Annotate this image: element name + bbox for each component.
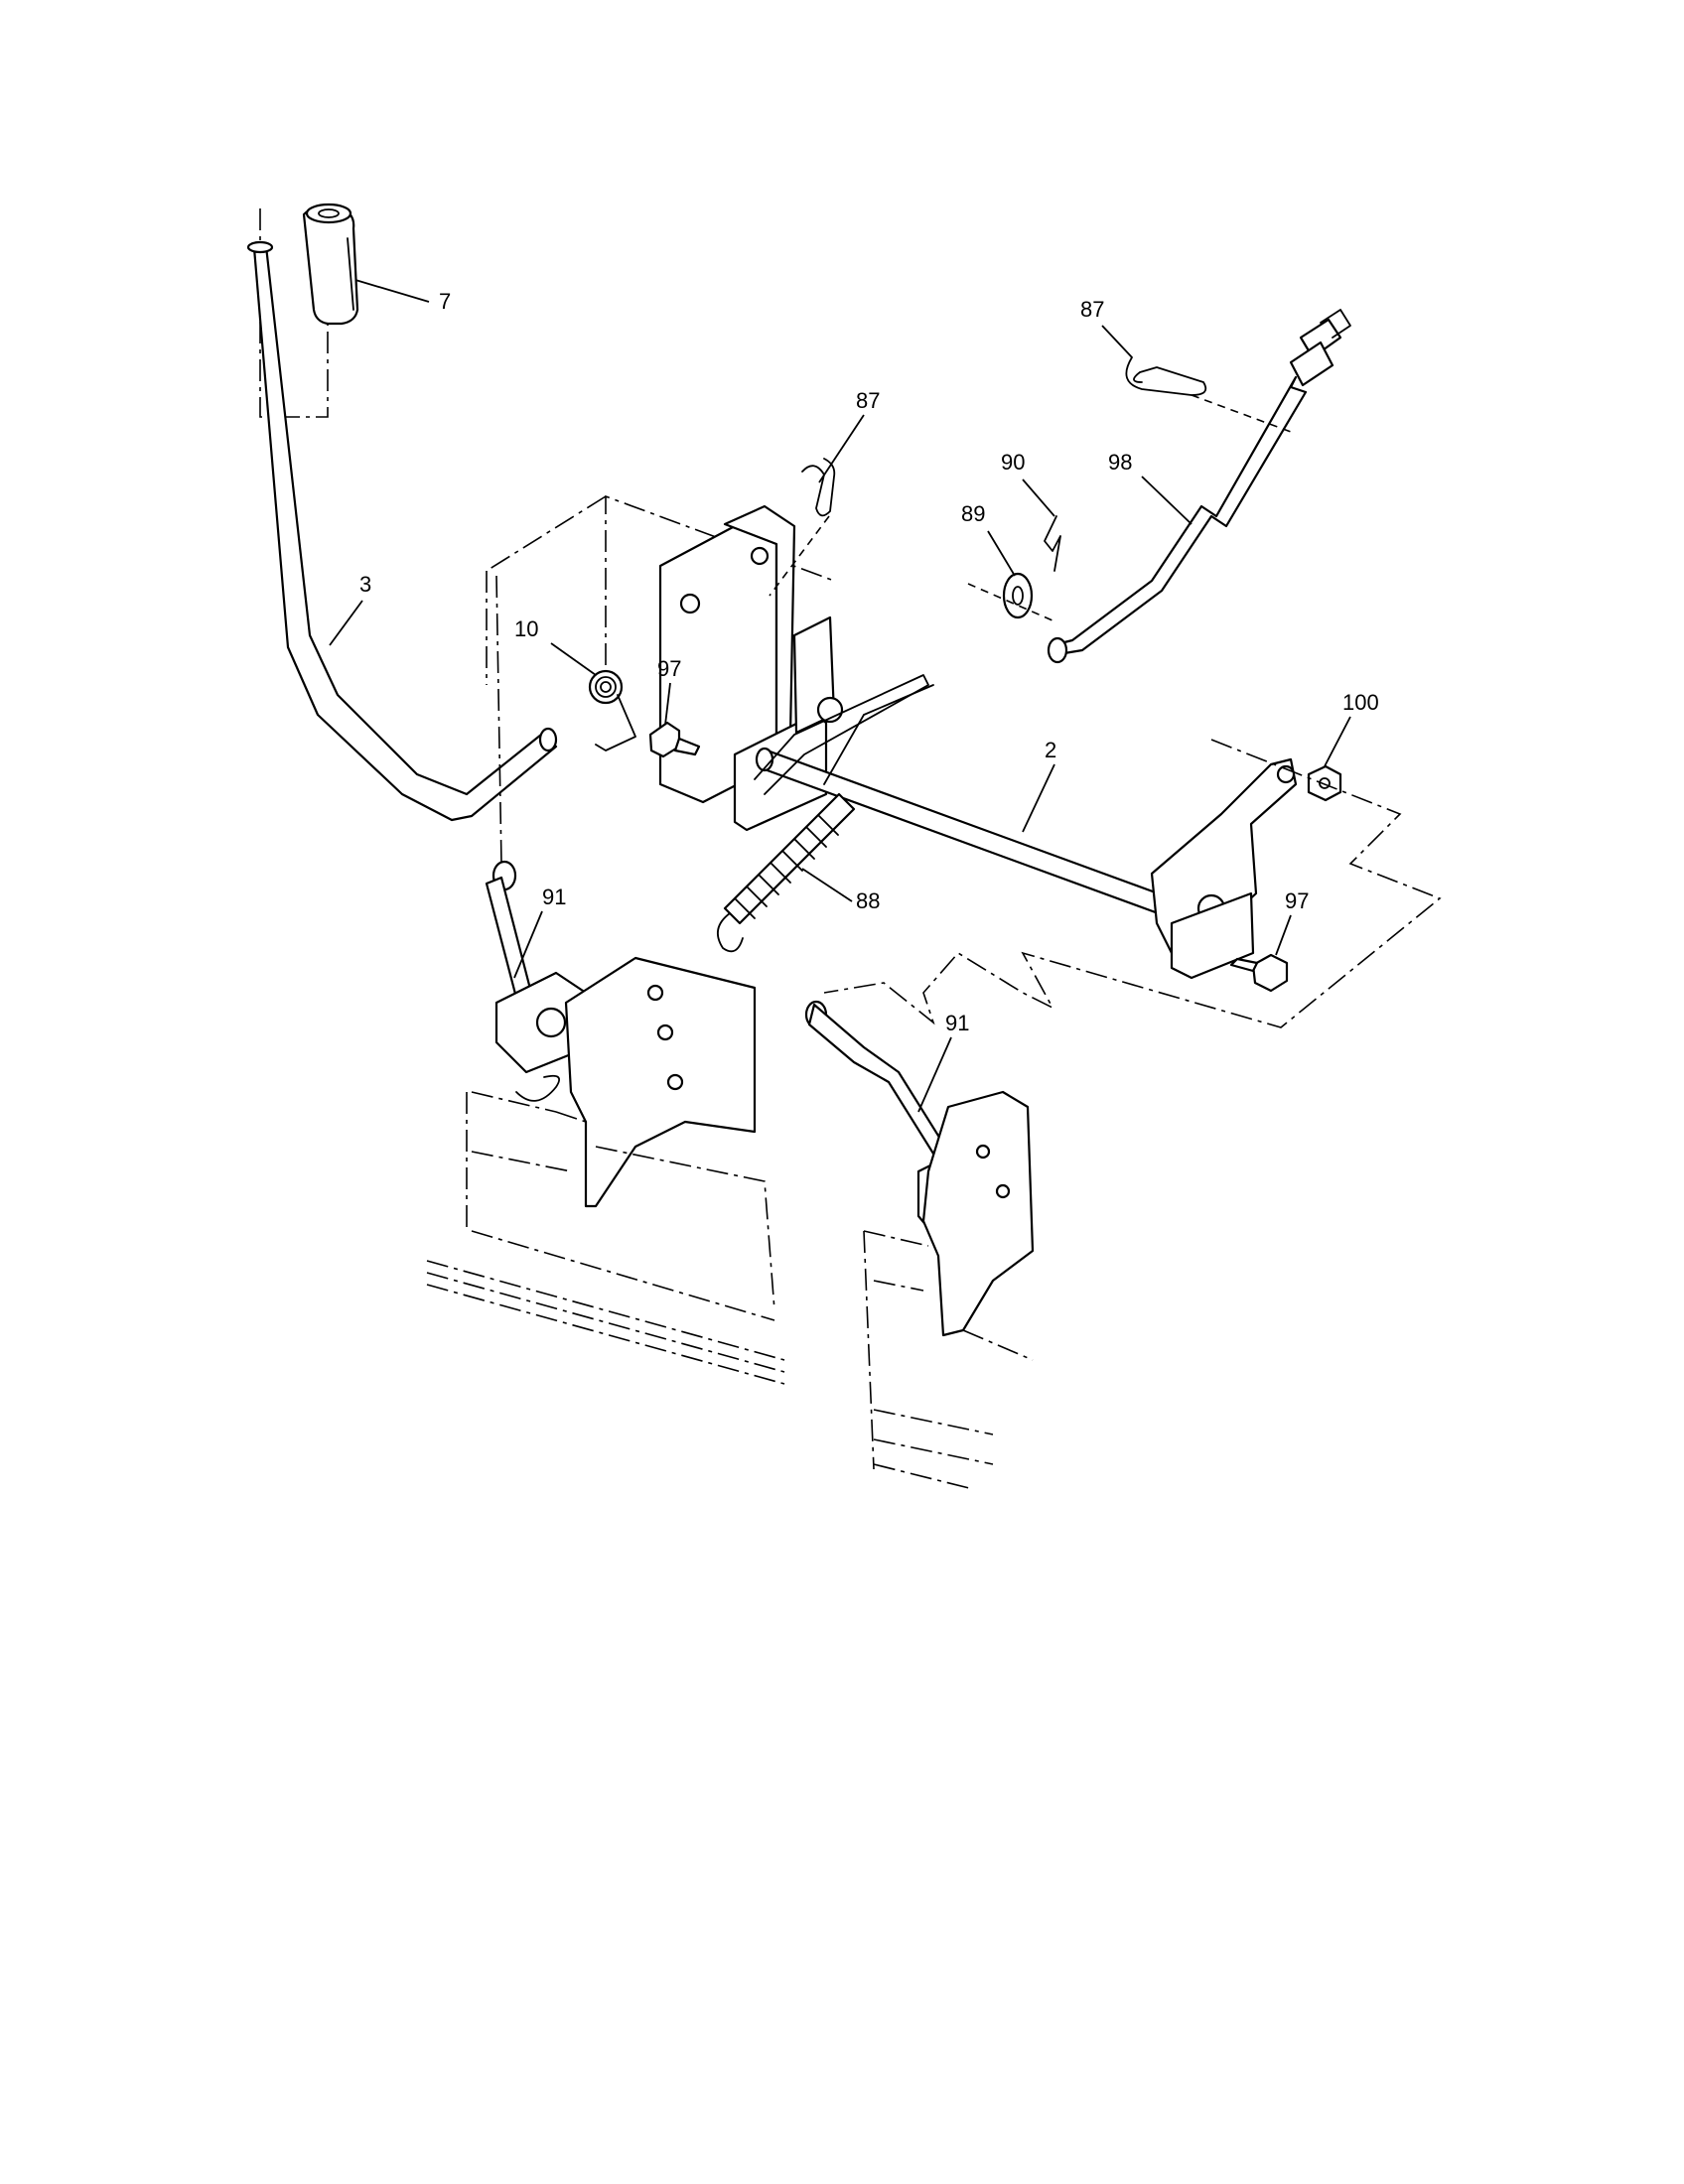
hairpin-clip: [1125, 356, 1207, 396]
callout-87-right: 87: [1080, 297, 1104, 322]
callout-89: 89: [961, 501, 985, 526]
callout-91-right: 91: [945, 1011, 969, 1035]
lift-lever-rod: [252, 244, 558, 822]
hairpin-clip: [801, 458, 836, 517]
washer: [1002, 572, 1034, 619]
extension-spring: [716, 674, 934, 953]
frame-left: [426, 956, 785, 1385]
callout-87-left: 87: [856, 388, 880, 413]
callout-labels: 7 87 87 90 98 89 3 10 97 100 2 91 88 97 …: [329, 279, 1379, 1113]
bolt: [1229, 953, 1289, 993]
lift-lever-assembly: [246, 203, 558, 822]
bolt: [648, 721, 701, 758]
callout-91-left: 91: [542, 885, 566, 909]
callout-98: 98: [1108, 450, 1132, 475]
callout-97-top: 97: [657, 656, 681, 681]
callout-2: 2: [1045, 738, 1056, 762]
torsion-spring: [588, 669, 636, 751]
cross-shaft: [755, 747, 1342, 993]
callout-97-right: 97: [1285, 888, 1309, 913]
callout-100: 100: [1342, 690, 1379, 715]
callout-7: 7: [439, 289, 451, 314]
control-rod: [967, 309, 1351, 664]
callout-3: 3: [359, 572, 371, 597]
callout-10: 10: [514, 616, 538, 641]
hairpin-clip: [1044, 515, 1061, 572]
lift-arm-left: [485, 575, 588, 1102]
callout-90: 90: [1001, 450, 1025, 475]
mounting-bracket: [486, 494, 844, 832]
frame-right: [863, 1090, 1035, 1490]
hex-nut: [1307, 764, 1342, 802]
callout-88: 88: [856, 888, 880, 913]
